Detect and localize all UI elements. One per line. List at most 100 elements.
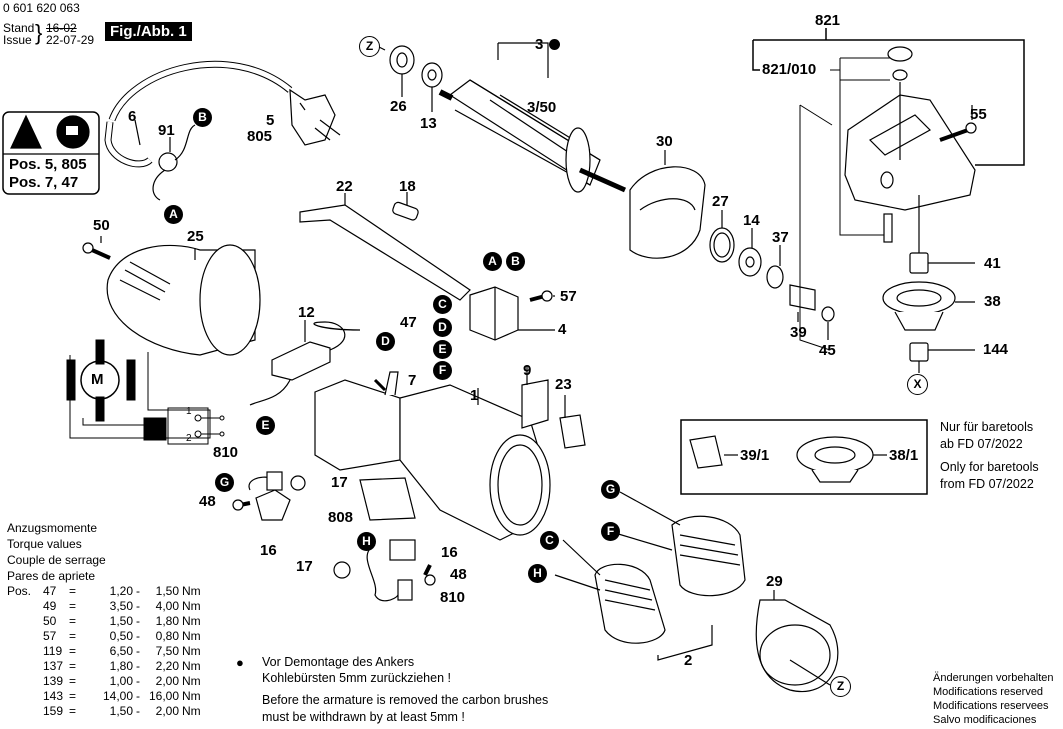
- torque-dash: -: [136, 599, 140, 613]
- torque-unit: Nm: [182, 704, 201, 718]
- torque-unit: Nm: [182, 674, 201, 688]
- motor-housing-drawing: [82, 236, 261, 356]
- part-label-808: 808: [328, 509, 354, 526]
- part-label-38: 38: [984, 293, 1001, 310]
- torque-position: 139: [43, 674, 64, 688]
- figure-label: Fig./Abb. 1: [105, 22, 192, 41]
- reference-marker-z-bottom: Z: [830, 676, 851, 697]
- part-label-25: 25: [187, 228, 204, 245]
- modifications-fr: Modifications reservees: [933, 700, 1049, 712]
- connector-badge-b-cord: B: [193, 108, 212, 127]
- modifications-notice: Änderungen vorbehalten Modifications res…: [933, 671, 1053, 727]
- connector-badge-b-switch: B: [506, 252, 525, 271]
- note-en-line-1: Before the armature is removed the carbo…: [262, 693, 549, 707]
- switch-contact-1: 1: [186, 406, 192, 417]
- part-label-3-50: 3/50: [527, 99, 557, 116]
- part-label-13: 13: [420, 115, 437, 132]
- torque-position: 57: [43, 629, 57, 643]
- part-label-821-010: 821/010: [762, 61, 817, 78]
- torque-max: 2,00: [155, 674, 179, 688]
- gear-housing-drawing: [844, 46, 977, 243]
- torque-dash: -: [136, 659, 140, 673]
- part-label-16-lower: 16: [441, 544, 458, 561]
- torque-position: 119: [43, 644, 63, 658]
- torque-equals: =: [69, 704, 77, 718]
- part-label-144: 144: [983, 341, 1009, 358]
- torque-max: 1,80: [155, 614, 179, 628]
- torque-pos-label: [7, 674, 43, 689]
- torque-min: 1,20: [109, 584, 133, 598]
- gear-motor-housing-drawing: [314, 365, 586, 541]
- part-label-22: 22: [336, 178, 353, 195]
- wiring-schematic: [66, 339, 225, 445]
- connector-badge-c-switch: C: [433, 295, 452, 314]
- connector-badge-a-cord: A: [164, 205, 183, 224]
- armature-drawing: [438, 42, 627, 193]
- part-label-14: 14: [743, 212, 760, 229]
- torque-unit: Nm: [182, 614, 201, 628]
- torque-unit: Nm: [182, 659, 201, 673]
- torque-max: 4,00: [155, 599, 179, 613]
- baretools-box-frame: [680, 419, 928, 495]
- torque-pos-label: [7, 599, 43, 614]
- connector-badge-h-brush: H: [357, 532, 376, 551]
- note-en-line-2: must be withdrawn by at least 5mm !: [262, 710, 465, 724]
- warning-pos-line-2: Pos. 7, 47: [9, 174, 79, 191]
- part-label-12: 12: [298, 304, 315, 321]
- part-label-810-upper: 810: [213, 444, 239, 461]
- torque-equals: =: [69, 644, 77, 658]
- part-label-17-lower: 17: [296, 558, 313, 575]
- connector-badge-g-coil: G: [601, 480, 620, 499]
- connector-badge-e-switch: E: [433, 340, 452, 359]
- torque-equals: =: [69, 689, 77, 703]
- torque-min: 14,00: [102, 689, 133, 703]
- note-de-line-1: Vor Demontage des Ankers: [262, 655, 415, 669]
- torque-pos-label: [7, 689, 43, 704]
- part-label-55: 55: [970, 106, 987, 123]
- torque-max: 2,20: [155, 659, 179, 673]
- part-label-37: 37: [772, 229, 789, 246]
- torque-pos-label: [7, 644, 43, 659]
- connector-badge-d-switch: D: [433, 318, 452, 337]
- part-label-38-1: 38/1: [889, 447, 919, 464]
- part-label-1: 1: [470, 387, 479, 404]
- torque-max: 1,50: [155, 584, 179, 598]
- connector-badge-g-brush: G: [215, 473, 234, 492]
- part-label-810-lower: 810: [440, 589, 466, 606]
- torque-min: 6,50: [109, 644, 133, 658]
- torque-position: 49: [43, 599, 57, 613]
- part-label-2: 2: [684, 652, 693, 669]
- modifications-es: Salvo modificaciones: [933, 714, 1037, 726]
- torque-pos-label: [7, 629, 43, 644]
- part-label-41: 41: [984, 255, 1001, 272]
- torque-min: 1,50: [109, 704, 133, 718]
- torque-heading-fr: Couple de serrage: [7, 553, 106, 567]
- torque-min: 1,80: [109, 659, 133, 673]
- torque-min: 0,50: [109, 629, 133, 643]
- torque-min: 3,50: [109, 599, 133, 613]
- torque-heading-de: Anzugsmomente: [7, 521, 98, 535]
- torque-unit: Nm: [182, 584, 201, 598]
- part-label-821: 821: [815, 12, 841, 29]
- torque-unit: Nm: [182, 689, 201, 703]
- torque-equals: =: [69, 659, 77, 673]
- torque-pos-label: [7, 659, 43, 674]
- old-stand-date: 16-02: [46, 21, 77, 35]
- part-label-30: 30: [656, 133, 673, 150]
- connector-badge-e-capacitor: E: [256, 416, 275, 435]
- note-bullet-icon: [549, 39, 560, 50]
- torque-unit: Nm: [182, 629, 201, 643]
- baretools-note-de-2: ab FD 07/2022: [940, 437, 1023, 451]
- torque-position: 47: [43, 584, 57, 598]
- torque-position: 50: [43, 614, 57, 628]
- part-label-3: 3: [535, 36, 544, 53]
- stand-label: Stand: [3, 21, 35, 35]
- reference-marker-z-top: Z: [359, 36, 380, 57]
- field-coil-drawing: [554, 491, 746, 661]
- reference-marker-x: X: [907, 374, 928, 395]
- baretools-note-en-1: Only for baretools: [940, 460, 1039, 474]
